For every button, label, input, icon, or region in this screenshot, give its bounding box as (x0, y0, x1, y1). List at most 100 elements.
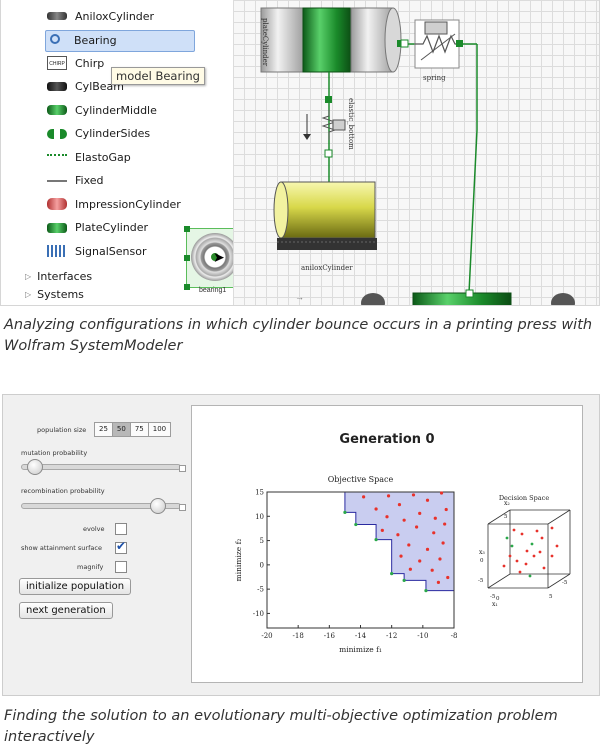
data-point (432, 531, 436, 535)
magnify-checkbox[interactable] (115, 561, 127, 573)
plate-cylinder-icon (47, 221, 67, 235)
data-point (380, 528, 384, 532)
generation-title: Generation 0 (339, 432, 435, 447)
tree-item[interactable]: ElastoGap (47, 147, 131, 167)
elastic-bottom-component[interactable] (303, 110, 346, 158)
tree-item-label: Bearing (74, 34, 117, 47)
cube-edge (487, 509, 511, 525)
data-point (385, 515, 389, 519)
caption-systemmodeler: Analyzing configurations in which cylind… (4, 317, 593, 354)
model-diagram[interactable]: plateCylinder spring (233, 0, 599, 305)
data-point (402, 518, 406, 522)
cube-label-5-right: 5 (549, 594, 553, 600)
data-point (444, 507, 448, 512)
cube-label-minus5-bottom: -5 (490, 594, 496, 600)
anilox-cylinder[interactable] (273, 181, 377, 250)
expand-triangle-icon[interactable]: ▷ (25, 289, 32, 299)
x-tick-label: -16 (324, 632, 336, 640)
attainment-checkbox[interactable] (115, 539, 127, 554)
mutation-label: mutation probability (21, 449, 88, 457)
objective-space-title: Objective Space (328, 475, 394, 484)
data-point (399, 554, 403, 558)
attainment-front-line (344, 492, 454, 592)
tree-item[interactable]: PlateCylinder (47, 218, 148, 238)
cube-label-5-top: 5 (504, 514, 508, 520)
mutation-slider-expander[interactable] (179, 465, 186, 472)
front-point (374, 538, 378, 542)
y-tick-label: 15 (255, 489, 264, 497)
recombination-slider-expander[interactable] (179, 504, 186, 511)
tree-item[interactable]: ImpressionCylinder (47, 194, 181, 214)
chirp-icon: CHIRP (47, 56, 67, 70)
cube-edge (547, 573, 571, 589)
population-option[interactable]: 50 (111, 422, 131, 437)
cube-label-minus5-left: -5 (478, 578, 484, 584)
tree-item-label: PlateCylinder (75, 221, 149, 234)
data-point (438, 557, 442, 561)
cube-point (524, 562, 528, 566)
data-point (362, 495, 366, 499)
population-option[interactable]: 25 (94, 422, 113, 437)
expand-triangle-icon[interactable]: ▷ (25, 271, 32, 281)
tree-item[interactable]: AniloxCylinder (47, 6, 154, 26)
spring-label: spring (423, 74, 446, 82)
cube-point (518, 570, 522, 574)
data-point (407, 543, 411, 547)
next-generation-button[interactable]: next generation (19, 602, 113, 619)
evolve-checkbox[interactable] (115, 523, 127, 535)
tree-branch[interactable]: ▷Systems (25, 286, 84, 302)
x-axis-label: minimize f₁ (339, 645, 382, 654)
cube-point (535, 529, 539, 533)
data-point (374, 507, 378, 511)
tree-item[interactable]: CylinderSides (47, 124, 150, 144)
mutation-slider[interactable] (21, 459, 181, 475)
cube-point (505, 536, 509, 540)
tree-item-label: AniloxCylinder (75, 9, 155, 23)
recombination-slider-knob[interactable] (149, 498, 166, 514)
x-tick-label: -14 (355, 632, 367, 640)
tree-item[interactable]: SignalSensor (47, 241, 147, 261)
data-point (433, 516, 437, 520)
tree-item-label: ImpressionCylinder (75, 197, 181, 211)
tree-item[interactable]: Bearing (45, 29, 195, 52)
cube-point (515, 559, 519, 563)
y-tick-label: -10 (253, 610, 264, 618)
cube-point (542, 566, 546, 570)
x-tick-label: -18 (293, 632, 304, 640)
evolve-label: evolve (83, 525, 105, 533)
cube-point (528, 574, 532, 578)
mutation-slider-knob[interactable] (26, 459, 43, 475)
spring-component[interactable] (414, 19, 460, 69)
cube-label-x1: x₁ (492, 601, 498, 608)
initialize-population-button[interactable]: initialize population (19, 578, 132, 595)
data-point (415, 525, 419, 529)
population-option[interactable]: 100 (147, 422, 172, 437)
data-point (418, 511, 422, 515)
tree-item[interactable]: Fixed (47, 171, 104, 191)
plate-cylinder[interactable] (260, 7, 402, 73)
population-option[interactable]: 75 (129, 422, 149, 437)
front-point (424, 589, 428, 593)
tree-item[interactable]: CylinderMiddle (47, 100, 157, 120)
tree-branch[interactable]: ▷Interfaces (25, 268, 92, 284)
recombination-slider[interactable] (21, 498, 181, 514)
recombination-label: recombination probability (21, 487, 105, 495)
tree-item-label: SignalSensor (75, 244, 147, 258)
y-axis-label: minimize f₂ (234, 539, 243, 582)
data-point (408, 567, 412, 571)
front-point (402, 578, 406, 582)
magnify-label: magnify (77, 563, 104, 571)
y-tick-label: -5 (257, 586, 264, 594)
decision-space-title: Decision Space (499, 494, 549, 502)
plots-canvas: Objective Space-20-18-16-14-12-10-815105… (234, 475, 571, 654)
x-tick-label: -10 (417, 632, 428, 640)
mouse-cursor-icon: ➤ (213, 249, 225, 265)
data-point (411, 493, 416, 497)
data-point (386, 494, 391, 498)
